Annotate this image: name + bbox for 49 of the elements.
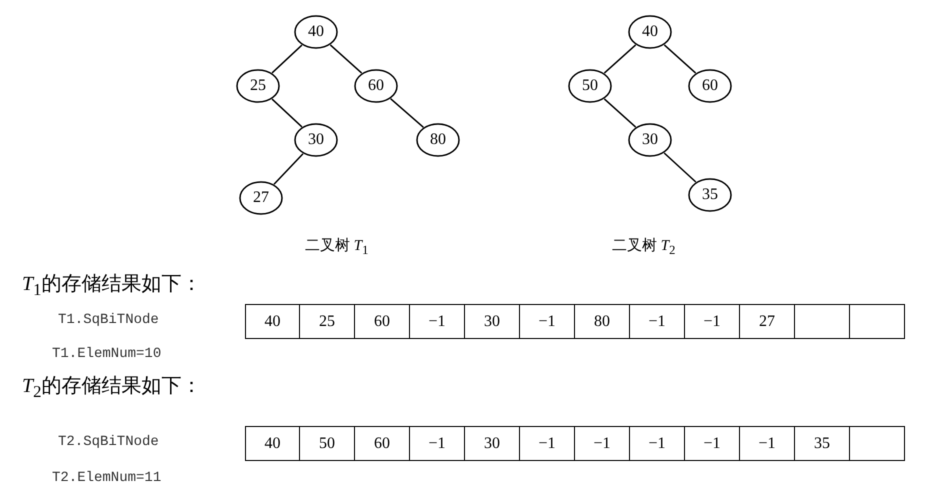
tree-node: 27 (239, 181, 283, 215)
array-cell: 40 (245, 426, 300, 461)
tree-edge (664, 152, 696, 183)
section-heading: T$_{1}$的存储结果如下： (22, 272, 202, 300)
array-cell: −1 (740, 426, 795, 461)
tree-node: 40 (294, 15, 338, 49)
array-cell: 60 (355, 426, 410, 461)
array-cell: 35 (795, 426, 850, 461)
tree-node: 50 (568, 69, 612, 103)
tree-edge (664, 44, 696, 74)
array-cell: 50 (300, 426, 355, 461)
array-cell: −1 (685, 426, 740, 461)
array-cell: −1 (410, 426, 465, 461)
array-cell: 80 (575, 304, 630, 339)
array-cell: −1 (410, 304, 465, 339)
tree-edge (272, 44, 302, 74)
tree-edge (604, 44, 636, 74)
array-cell: −1 (575, 426, 630, 461)
tree-edge (390, 98, 424, 128)
tree-edge (273, 153, 304, 185)
tree-node: 25 (236, 69, 280, 103)
array-cell: 40 (245, 304, 300, 339)
array-cell: 25 (300, 304, 355, 339)
tree-node: 60 (688, 69, 732, 103)
tree-node: 35 (688, 178, 732, 212)
array-name: T2.SqBiTNode (58, 434, 159, 450)
array-cell: 60 (355, 304, 410, 339)
tree-edge (604, 98, 636, 128)
array-cell: 30 (465, 304, 520, 339)
array-cell: −1 (685, 304, 740, 339)
tree-edge (272, 98, 302, 128)
array-cell: −1 (520, 426, 575, 461)
tree-node: 40 (628, 15, 672, 49)
element-count: T1.ElemNum=10 (52, 346, 162, 362)
tree-edge (330, 44, 362, 74)
tree-node: 80 (416, 123, 460, 157)
array-cell: −1 (520, 304, 575, 339)
array-cell: −1 (630, 304, 685, 339)
tree-caption: 二叉树 T$_{2}$ (612, 236, 676, 258)
array-cell: −1 (630, 426, 685, 461)
array-cell: 27 (740, 304, 795, 339)
array-cell: 30 (465, 426, 520, 461)
tree-node: 30 (294, 123, 338, 157)
tree-node: 60 (354, 69, 398, 103)
tree-node: 30 (628, 123, 672, 157)
element-count: T2.ElemNum=11 (52, 470, 162, 486)
array-name: T1.SqBiTNode (58, 312, 159, 328)
tree-caption: 二叉树 T$_{1}$ (305, 236, 368, 258)
section-heading: T$_{2}$的存储结果如下： (22, 374, 202, 402)
